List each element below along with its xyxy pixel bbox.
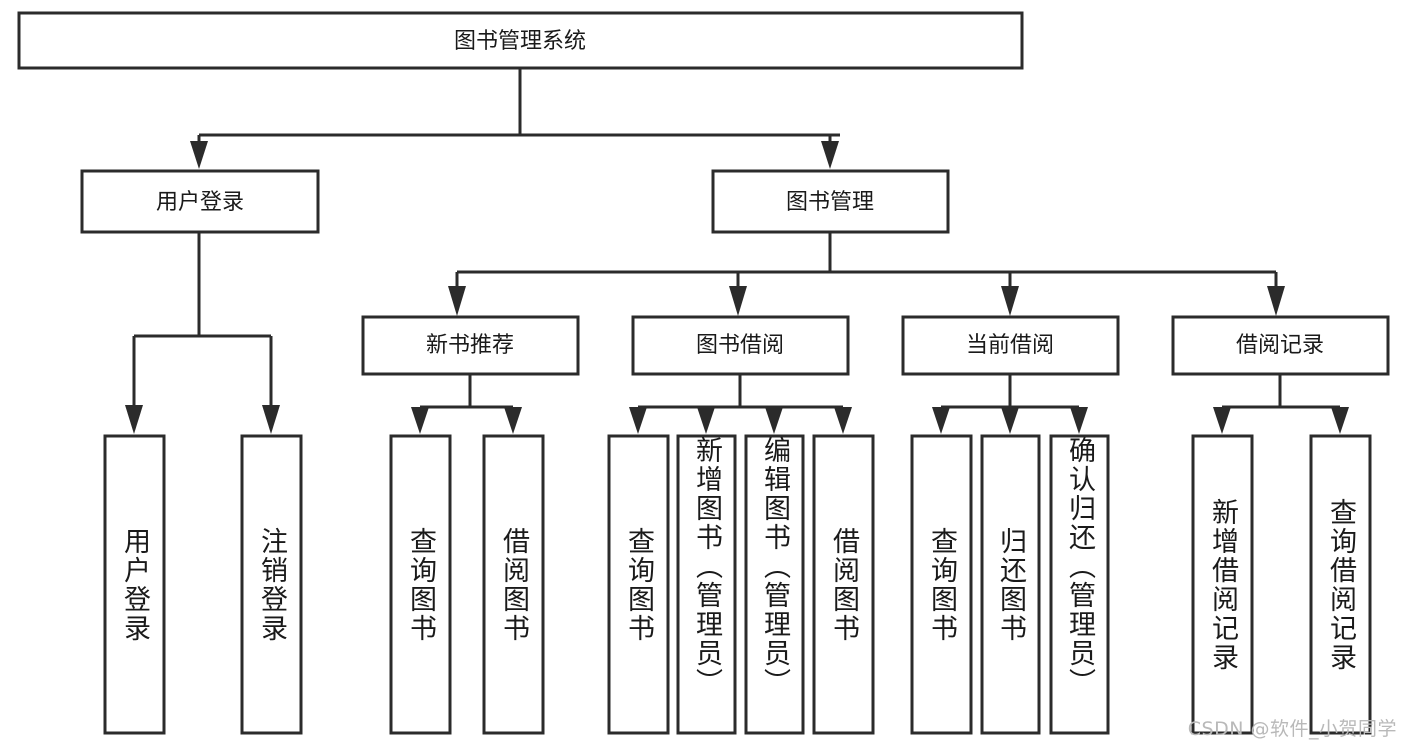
node-root-label: 图书管理系统 (454, 29, 586, 54)
arrow-to-current-borrow (1001, 286, 1019, 316)
arrow-to-book-borrow (729, 286, 747, 316)
node-book-manage[interactable]: 图书管理 (711, 169, 950, 234)
node-new-book-recommend-label: 新书推荐 (426, 333, 514, 358)
leaf-current-borrow-3[interactable]: 确认归还（管理员） (1051, 436, 1108, 733)
leaf-user-login-2[interactable]: 注销登录 (242, 436, 301, 733)
leaf-label-book-borrow-4: 借阅图书 (828, 526, 859, 643)
leaf-box-book-borrow-4[interactable] (812, 434, 875, 735)
arrow-borrowrecord-leaf-2 (1331, 407, 1349, 434)
leaf-label-current-borrow-3: 确认归还（管理员） (1064, 436, 1095, 697)
arrow-currentborrow-leaf-1 (932, 407, 950, 434)
node-current-borrow[interactable]: 当前借阅 (901, 315, 1120, 376)
arrow-bookborrow-leaf-1 (629, 407, 647, 434)
arrow-to-book-manage (821, 141, 839, 169)
node-borrow-record[interactable]: 借阅记录 (1171, 315, 1390, 376)
edge-group-current-borrow (932, 374, 1088, 434)
node-current-borrow-label: 当前借阅 (966, 333, 1054, 358)
leaf-box-book-borrow-3[interactable] (744, 434, 805, 735)
edge-group-user-login (125, 233, 280, 434)
leaf-box-book-borrow-1[interactable] (607, 434, 670, 735)
leaf-current-borrow-2[interactable]: 归还图书 (982, 436, 1039, 733)
arrow-bookborrow-leaf-4 (834, 407, 852, 434)
node-user-login[interactable]: 用户登录 (80, 169, 320, 234)
csdn-watermark: CSDN @软件_小贺同学 (1187, 718, 1397, 740)
leaf-box-borrow-record-2[interactable] (1309, 434, 1372, 735)
arrow-bookborrow-leaf-2 (697, 407, 715, 434)
node-user-login-label: 用户登录 (156, 190, 244, 215)
arrow-userlogin-leaf-2 (262, 405, 280, 434)
leaf-borrow-record-1[interactable]: 新增借阅记录 (1193, 436, 1252, 733)
leaf-label-current-borrow-2: 归还图书 (995, 526, 1026, 643)
leaf-label-book-borrow-1: 查询图书 (623, 526, 654, 643)
node-book-manage-label: 图书管理 (786, 190, 874, 215)
leaf-box-new-book-2[interactable] (482, 434, 545, 735)
arrow-currentborrow-leaf-2 (1001, 407, 1019, 434)
node-book-borrow[interactable]: 图书借阅 (631, 315, 850, 376)
node-new-book-recommend[interactable]: 新书推荐 (361, 315, 580, 376)
node-new-book-recommend-rect (361, 315, 580, 376)
leaf-box-book-borrow-2[interactable] (676, 434, 737, 735)
leaf-new-book-1[interactable]: 查询图书 (391, 436, 450, 733)
leaf-box-current-borrow-2[interactable] (980, 434, 1041, 735)
arrow-userlogin-leaf-1 (125, 405, 143, 434)
node-root-system[interactable]: 图书管理系统 (17, 11, 1024, 70)
leaf-label-new-book-2: 借阅图书 (498, 526, 529, 643)
arrow-newbook-leaf-2 (504, 407, 522, 434)
leaf-box-user-login-1[interactable] (103, 434, 166, 735)
leaf-label-current-borrow-1: 查询图书 (926, 526, 957, 643)
leaf-current-borrow-1[interactable]: 查询图书 (912, 436, 971, 733)
edge-group-book-manage (448, 233, 1285, 316)
leaf-new-book-2[interactable]: 借阅图书 (484, 436, 543, 733)
arrow-to-new-book (448, 286, 466, 316)
leaf-label-user-login-1: 用户登录 (119, 526, 150, 643)
edge-group-book-borrow (629, 374, 852, 434)
node-borrow-record-rect (1171, 315, 1390, 376)
node-current-borrow-rect (901, 315, 1120, 376)
leaf-box-current-borrow-1[interactable] (910, 434, 973, 735)
leaf-book-borrow-3[interactable]: 编辑图书（管理员） (746, 436, 803, 733)
arrow-bookborrow-leaf-3 (765, 407, 783, 434)
leaf-label-book-borrow-2: 新增图书（管理员） (691, 436, 722, 697)
node-user-login-rect (80, 169, 320, 234)
leaf-label-user-login-2: 注销登录 (256, 526, 287, 643)
leaf-box-borrow-record-1[interactable] (1191, 434, 1254, 735)
node-root-rect (17, 11, 1024, 70)
arrow-to-user-login (190, 141, 208, 169)
arrow-currentborrow-leaf-3 (1070, 407, 1088, 434)
leaf-book-borrow-4[interactable]: 借阅图书 (814, 436, 873, 733)
leaf-book-borrow-2[interactable]: 新增图书（管理员） (678, 436, 735, 733)
leaf-user-login-1[interactable]: 用户登录 (105, 436, 164, 733)
node-book-borrow-rect (631, 315, 850, 376)
edge-group-borrow-record (1213, 374, 1349, 434)
leaf-book-borrow-1[interactable]: 查询图书 (609, 436, 668, 733)
arrow-newbook-leaf-1 (411, 407, 429, 434)
leaf-label-borrow-record-1: 新增借阅记录 (1207, 497, 1238, 672)
leaf-box-new-book-1[interactable] (389, 434, 452, 735)
leaf-box-current-borrow-3[interactable] (1049, 434, 1110, 735)
edge-group-new-book (411, 374, 522, 434)
edge-group-root (190, 68, 840, 169)
arrow-borrowrecord-leaf-1 (1213, 407, 1231, 434)
leaf-label-new-book-1: 查询图书 (405, 526, 436, 643)
node-book-manage-rect (711, 169, 950, 234)
node-book-borrow-label: 图书借阅 (696, 333, 784, 358)
leaf-label-book-borrow-3: 编辑图书（管理员） (759, 436, 790, 697)
leaf-borrow-record-2[interactable]: 查询借阅记录 (1311, 436, 1370, 733)
node-borrow-record-label: 借阅记录 (1236, 333, 1324, 358)
leaf-label-borrow-record-2: 查询借阅记录 (1325, 497, 1356, 672)
leaf-box-user-login-2[interactable] (240, 434, 303, 735)
arrow-to-borrow-record (1267, 286, 1285, 316)
